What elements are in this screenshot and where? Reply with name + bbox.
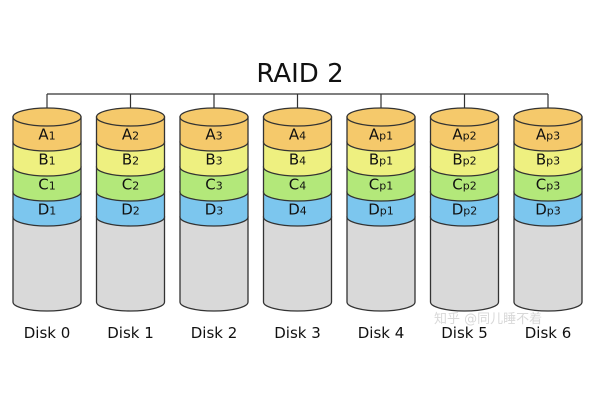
block-label: C1 bbox=[38, 176, 55, 194]
disk-top-cap bbox=[12, 107, 82, 127]
disk-top-cap bbox=[95, 107, 166, 127]
block-b bbox=[262, 141, 333, 177]
block-label: Dp3 bbox=[535, 201, 561, 219]
block-d bbox=[513, 191, 583, 227]
disk-top-cap bbox=[513, 107, 583, 127]
block-b bbox=[429, 141, 500, 177]
disk-empty-space bbox=[429, 216, 500, 312]
block-b bbox=[179, 141, 249, 177]
block-d bbox=[179, 191, 249, 227]
block-c bbox=[95, 166, 166, 202]
block-label: D3 bbox=[205, 201, 224, 219]
block-label: Bp3 bbox=[536, 151, 560, 169]
block-label: D4 bbox=[288, 201, 307, 219]
block-a bbox=[429, 116, 500, 152]
block-label: A2 bbox=[122, 126, 139, 144]
block-c bbox=[262, 166, 333, 202]
block-a bbox=[262, 116, 333, 152]
block-label: B4 bbox=[289, 151, 306, 169]
block-label: C4 bbox=[289, 176, 306, 194]
block-c bbox=[179, 166, 249, 202]
block-c bbox=[513, 166, 583, 202]
block-label: C3 bbox=[205, 176, 222, 194]
block-a bbox=[179, 116, 249, 152]
block-label: A4 bbox=[289, 126, 306, 144]
block-label: Dp2 bbox=[452, 201, 478, 219]
block-a bbox=[513, 116, 583, 152]
block-label: Bp2 bbox=[452, 151, 476, 169]
disk-empty-space bbox=[179, 216, 249, 312]
block-label: A1 bbox=[38, 126, 55, 144]
disk-label: Disk 2 bbox=[191, 324, 238, 342]
block-label: Ap1 bbox=[369, 126, 393, 144]
block-b bbox=[346, 141, 416, 177]
block-b bbox=[12, 141, 82, 177]
block-a bbox=[12, 116, 82, 152]
disk-label: Disk 5 bbox=[441, 324, 488, 342]
block-label: Bp1 bbox=[369, 151, 393, 169]
disk-top-cap bbox=[179, 107, 249, 127]
disk-empty-space bbox=[262, 216, 333, 312]
disk-top-cap bbox=[346, 107, 416, 127]
disk-label: Disk 3 bbox=[274, 324, 321, 342]
block-label: D2 bbox=[121, 201, 140, 219]
block-d bbox=[262, 191, 333, 227]
block-label: B3 bbox=[205, 151, 222, 169]
disk-label: Disk 0 bbox=[24, 324, 71, 342]
block-c bbox=[12, 166, 82, 202]
block-label: Dp1 bbox=[368, 201, 394, 219]
block-c bbox=[346, 166, 416, 202]
disk-label: Disk 4 bbox=[358, 324, 405, 342]
block-label: B1 bbox=[38, 151, 55, 169]
block-d bbox=[429, 191, 500, 227]
block-label: Cp3 bbox=[536, 176, 560, 194]
block-d bbox=[95, 191, 166, 227]
block-label: D1 bbox=[38, 201, 57, 219]
disk-empty-space bbox=[513, 216, 583, 312]
block-c bbox=[429, 166, 500, 202]
block-a bbox=[95, 116, 166, 152]
block-b bbox=[513, 141, 583, 177]
block-label: C2 bbox=[122, 176, 139, 194]
disk-label: Disk 1 bbox=[107, 324, 154, 342]
connector-lines bbox=[46, 93, 549, 108]
disk-empty-space bbox=[95, 216, 166, 312]
block-label: Cp1 bbox=[369, 176, 393, 194]
block-d bbox=[12, 191, 82, 227]
disk-empty-space bbox=[346, 216, 416, 312]
block-label: Ap3 bbox=[536, 126, 560, 144]
block-label: B2 bbox=[122, 151, 139, 169]
diagram-title: RAID 2 bbox=[256, 59, 343, 89]
watermark: 知乎 @同儿睡不着 bbox=[434, 312, 543, 327]
block-d bbox=[346, 191, 416, 227]
disk-label: Disk 6 bbox=[525, 324, 572, 342]
block-a bbox=[346, 116, 416, 152]
block-label: Cp2 bbox=[452, 176, 476, 194]
disk-top-cap bbox=[429, 107, 500, 127]
block-b bbox=[95, 141, 166, 177]
block-label: Ap2 bbox=[452, 126, 476, 144]
block-label: A3 bbox=[205, 126, 222, 144]
disk-top-cap bbox=[262, 107, 333, 127]
disk-empty-space bbox=[12, 216, 82, 312]
